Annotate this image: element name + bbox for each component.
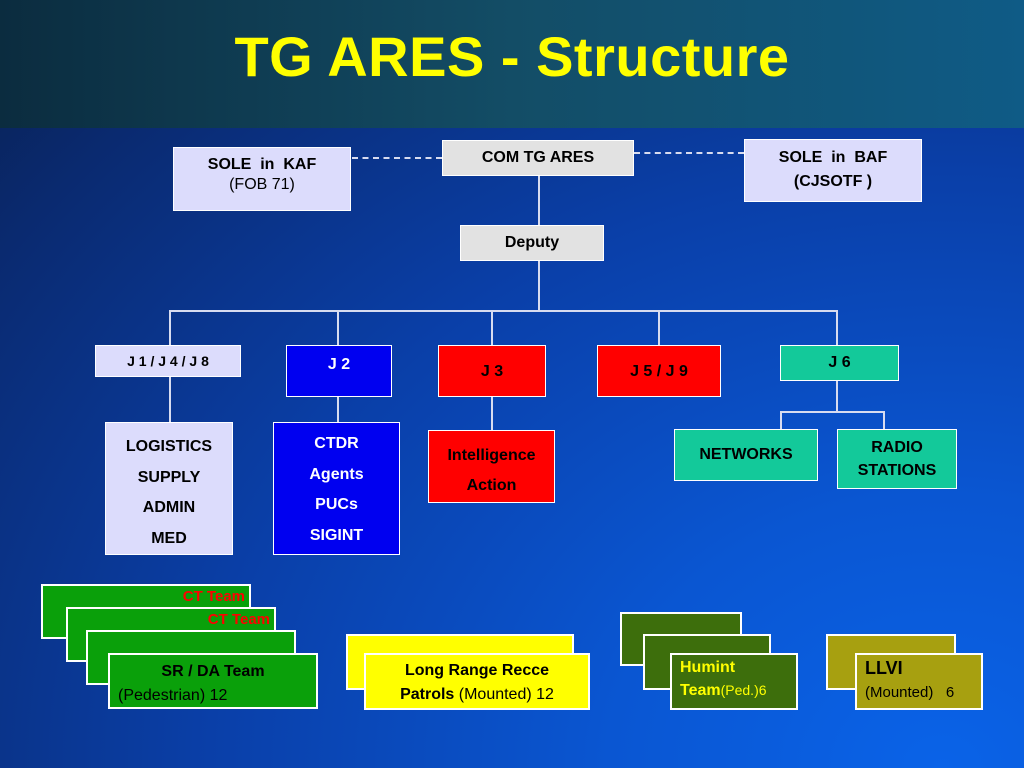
connector-deputy-bus	[538, 261, 540, 311]
page-title: TG ARES - Structure	[234, 25, 790, 88]
j2-box: J 2	[286, 345, 392, 397]
sole-kaf-label: SOLE in KAF	[207, 156, 317, 173]
j2-functions-box: CTDR Agents PUCs SIGINT	[273, 422, 400, 555]
radio-label-line2: STATIONS	[857, 462, 937, 479]
connector-networks	[780, 411, 782, 429]
j3-functions-box: Intelligence Action	[428, 430, 555, 503]
sr-da-team-name: SR / DA Team	[161, 663, 265, 680]
connector-j5	[658, 310, 660, 345]
sr-da-team-card: SR / DA Team (Pedestrian) 12	[108, 653, 318, 709]
radio-label-line1: RADIO	[871, 439, 923, 456]
j6-label: J 6	[828, 354, 851, 371]
j1-functions-box: LOGISTICS SUPPLY ADMIN MED	[105, 422, 233, 555]
llvi-detail: (Mounted) 6	[865, 684, 955, 701]
j3-box: J 3	[438, 345, 546, 397]
j2-label: J 2	[327, 356, 351, 373]
j6-box: J 6	[780, 345, 899, 381]
deputy-box: Deputy	[460, 225, 604, 261]
j1-item-med: MED	[151, 529, 187, 547]
connector-j3	[491, 310, 493, 345]
connector-j6-sub	[836, 381, 838, 413]
j2-item-pucs: PUCs	[315, 496, 358, 513]
lrrp-detail: (Mounted) 12	[454, 686, 554, 703]
connector-radio	[883, 411, 885, 429]
j1-j4-j8-box: J 1 / J 4 / J 8	[95, 345, 241, 377]
sole-kaf-detail: (FOB 71)	[229, 176, 295, 193]
ct-team-label-2: CT Team	[207, 611, 270, 628]
com-tg-ares-label: COM TG ARES	[481, 149, 595, 166]
j2-item-ctdr: CTDR	[314, 435, 359, 452]
j1-item-logistics: LOGISTICS	[125, 438, 213, 455]
j5-j9-box: J 5 / J 9	[597, 345, 721, 397]
j5-j9-label: J 5 / J 9	[630, 363, 688, 380]
j2-item-sigint: SIGINT	[309, 526, 364, 544]
ct-team-label-1: CT Team	[182, 588, 245, 605]
humint-card: Humint Team(Ped.)6	[670, 653, 798, 710]
sole-baf-detail: (CJSOTF )	[793, 173, 873, 190]
lrrp-name-line1: Long Range Recce	[404, 662, 550, 679]
sr-da-team-detail: (Pedestrian) 12	[118, 687, 228, 704]
connector-com-deputy	[538, 176, 540, 226]
humint-detail: (Ped.)6	[720, 682, 767, 698]
connector-j1	[169, 310, 171, 345]
humint-line2: Team(Ped.)6	[680, 682, 767, 700]
connector-j3-sub	[491, 397, 493, 430]
j3-item-intelligence: Intelligence	[447, 447, 536, 464]
title-bar	[0, 0, 1024, 128]
j1-j4-j8-label: J 1 / J 4 / J 8	[127, 353, 209, 369]
connector-j6	[836, 310, 838, 345]
deputy-label: Deputy	[504, 234, 560, 251]
j3-item-action: Action	[466, 477, 517, 494]
llvi-name: LLVI	[865, 658, 903, 678]
sole-kaf-box: SOLE in KAF (FOB 71)	[173, 147, 351, 211]
lrrp-line2: Patrols (Mounted) 12	[366, 686, 588, 704]
humint-name-line1: Humint	[680, 659, 736, 676]
dashed-link-baf	[634, 152, 744, 154]
connector-horizontal-bus	[169, 310, 838, 312]
dashed-link-kaf	[352, 157, 442, 159]
connector-j6-bar	[780, 411, 885, 413]
sole-baf-label: SOLE in BAF	[778, 149, 888, 166]
connector-j2	[337, 310, 339, 345]
connector-j2-sub	[337, 397, 339, 422]
connector-j1-sub	[169, 377, 171, 422]
llvi-card: LLVI (Mounted) 6	[855, 653, 983, 710]
radio-stations-box: RADIO STATIONS	[837, 429, 957, 489]
com-tg-ares-box: COM TG ARES	[442, 140, 634, 176]
lrrp-name-line2: Patrols	[400, 686, 455, 703]
j1-item-supply: SUPPLY	[137, 468, 201, 486]
networks-label: NETWORKS	[699, 446, 793, 463]
j2-item-agents: Agents	[309, 465, 364, 483]
j3-label: J 3	[480, 363, 504, 380]
networks-box: NETWORKS	[674, 429, 818, 481]
sole-baf-box: SOLE in BAF (CJSOTF )	[744, 139, 922, 202]
lrrp-card: Long Range Recce Patrols (Mounted) 12	[364, 653, 590, 710]
j1-item-admin: ADMIN	[142, 499, 196, 516]
humint-name-line2: Team	[680, 682, 721, 699]
